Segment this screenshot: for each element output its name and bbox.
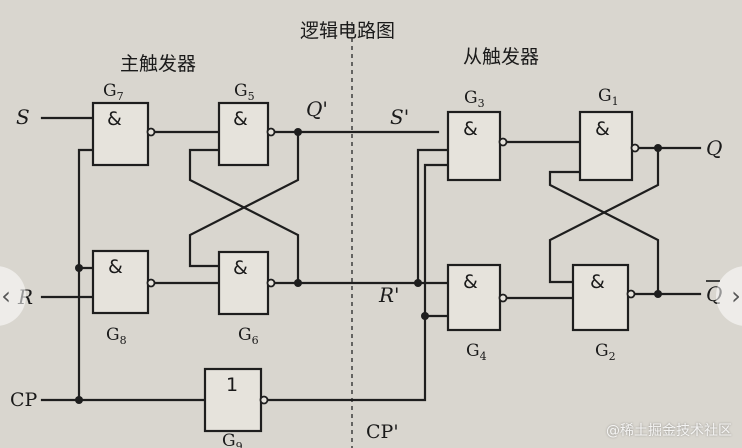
master-wires	[40, 116, 440, 402]
junction-dots	[75, 128, 662, 404]
gate-g3-label: G3	[464, 88, 485, 110]
gate-g1: & G1	[578, 86, 640, 182]
watermark: @稀土掘金技术社区	[606, 423, 732, 439]
gate-g9: 1 G9	[203, 367, 269, 448]
gate-g6-symbol: &	[233, 257, 248, 279]
gate-g5-symbol: &	[233, 108, 248, 130]
signal-r-prime-label: R'	[378, 283, 400, 307]
gate-g1-symbol: &	[595, 118, 610, 140]
gate-g7-label: G7	[103, 81, 124, 103]
gate-g4: & G4	[446, 263, 508, 363]
gate-g9-label: G9	[222, 431, 243, 448]
signal-cp-prime-label: CP'	[366, 421, 399, 443]
signal-s-prime-label: S'	[390, 105, 409, 129]
gate-g5-label: G5	[234, 81, 255, 103]
signal-cp-label: CP	[10, 389, 38, 411]
diagram-title: 逻辑电路图	[300, 20, 395, 42]
slave-wires	[265, 140, 702, 402]
gate-g2: & G2	[571, 263, 636, 363]
output-q-label: Q	[706, 136, 722, 160]
slave-flipflop-label: 从触发器	[463, 46, 539, 68]
master-flipflop-label: 主触发器	[120, 53, 196, 75]
gate-g3-symbol: &	[463, 118, 478, 140]
gate-g4-label: G4	[466, 341, 487, 363]
gate-g9-symbol: 1	[226, 374, 238, 396]
gate-g7-symbol: &	[107, 108, 122, 130]
gate-g6-label: G6	[238, 325, 259, 347]
gate-g8-label: G8	[106, 325, 127, 347]
gate-g8-symbol: &	[108, 256, 123, 278]
signal-s-label: S	[16, 105, 30, 129]
gate-g6: & G6	[217, 250, 276, 347]
gate-g3: & G3	[446, 88, 508, 182]
gate-g5: & G5	[217, 81, 276, 167]
gate-g1-label: G1	[598, 86, 619, 108]
gate-g2-symbol: &	[590, 271, 605, 293]
signal-q-prime-label: Q'	[306, 97, 328, 121]
gate-g4-symbol: &	[463, 271, 478, 293]
gate-g8: & G8	[91, 249, 156, 347]
gate-g2-label: G2	[595, 341, 616, 363]
gate-g7: & G7	[91, 81, 156, 167]
